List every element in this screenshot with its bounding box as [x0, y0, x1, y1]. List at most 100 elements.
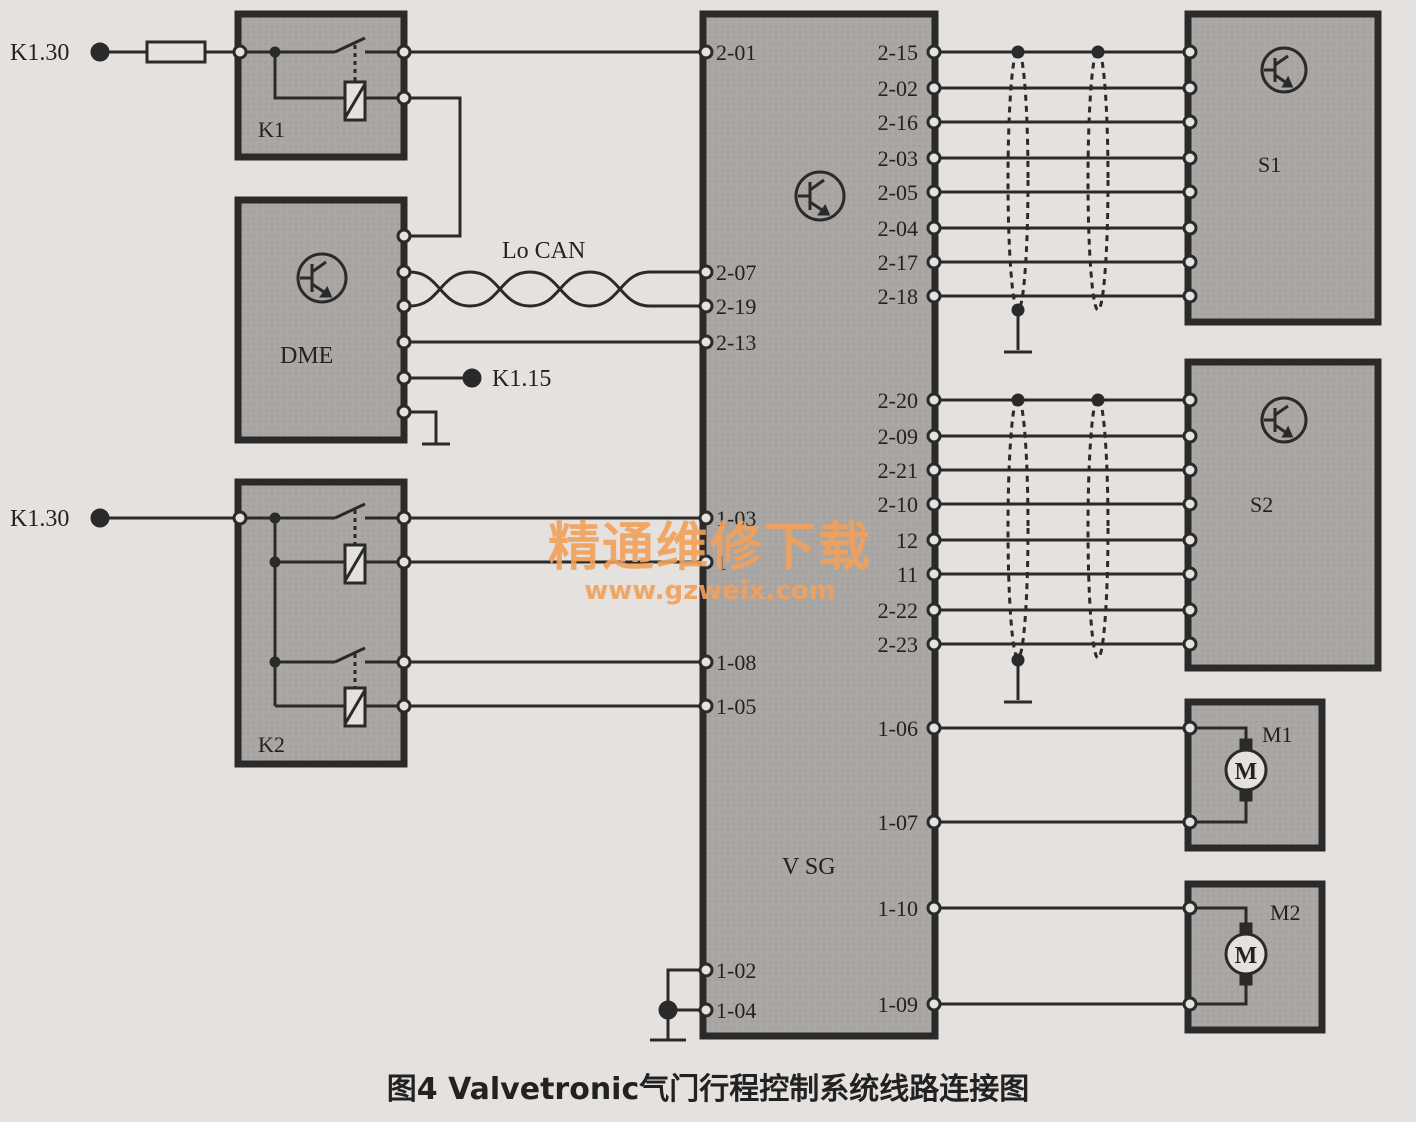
- s2-bus-wires: [940, 393, 1186, 704]
- lo-can-twisted-pair: [409, 270, 700, 308]
- dme-other-wires: [410, 340, 700, 446]
- sensor-pin: [1182, 114, 1198, 130]
- vsg-pin: [926, 428, 942, 444]
- vsg-pin-label: 1-08: [716, 650, 756, 675]
- sensor-pin: [1182, 392, 1198, 408]
- vsg-pin-label: 1-06: [878, 716, 918, 741]
- sensor-pin: [1182, 900, 1198, 916]
- s2-label: S2: [1250, 492, 1273, 517]
- vsg-pin-label: 2-07: [716, 260, 756, 285]
- m2-motor-letter: M: [1235, 943, 1258, 969]
- vsg-pin: [926, 80, 942, 96]
- vsg-pin: [926, 150, 942, 166]
- vsg-right-pins: 2-152-022-162-032-052-042-172-182-202-09…: [878, 40, 942, 1017]
- k130-bottom-wire: [90, 508, 234, 528]
- vsg-pin-label: 2-22: [878, 598, 918, 623]
- vsg-pin-label: 2-04: [878, 216, 918, 241]
- sensor-pin: [1182, 184, 1198, 200]
- m1-label: M1: [1262, 722, 1293, 747]
- m2-motor-icon: [1191, 906, 1268, 1006]
- vsg-pin-label: 2-01: [716, 40, 756, 65]
- vsg-pin: [926, 532, 942, 548]
- k1-output-wires: [410, 50, 700, 238]
- dme-label: DME: [280, 343, 333, 369]
- m1-motor-icon: [1191, 726, 1268, 824]
- sensor-pin: [1182, 462, 1198, 478]
- watermark-url: www.gzweix.com: [584, 576, 836, 606]
- m1-motor-letter: M: [1235, 759, 1258, 785]
- s2-transistor-icon: [1260, 396, 1308, 444]
- vsg-label: V SG: [782, 854, 836, 880]
- k1-relay-contacts: [232, 36, 412, 122]
- vsg-pin-label: 2-23: [878, 632, 918, 657]
- sensor-pin: [1182, 288, 1198, 304]
- vsg-pin-label: 1-05: [716, 694, 756, 719]
- vsg-pin: [926, 602, 942, 618]
- vsg-pin-label: 1-04: [716, 998, 756, 1023]
- sensor-pin: [1182, 532, 1198, 548]
- sensor-pin: [1182, 636, 1198, 652]
- vsg-pin-label: 12: [896, 528, 918, 553]
- vsg-pin: [926, 44, 942, 60]
- k130-top-label: K1.30: [10, 40, 69, 66]
- sensor-pin: [1182, 44, 1198, 60]
- vsg-pin-label: 2-02: [878, 76, 918, 101]
- vsg-pin-label: 2-16: [878, 110, 918, 135]
- vsg-pin: [926, 900, 942, 916]
- vsg-pin: [926, 254, 942, 270]
- sensor-pin: [1182, 814, 1198, 830]
- k2-output-wires: [410, 516, 700, 708]
- wiring-diagram: K1 DME K2 V SG S1 S2 M1 M2: [10, 10, 1382, 1042]
- vsg-pin-label: 1-07: [878, 810, 918, 835]
- sensor-pin: [1182, 996, 1198, 1012]
- figure-caption: 图4 Valvetronic气门行程控制系统线路连接图: [386, 1072, 1030, 1107]
- vsg-pin: [926, 462, 942, 478]
- motor-bus-wires: [940, 726, 1186, 1006]
- vsg-pin-label: 2-19: [716, 294, 756, 319]
- vsg-pin: [698, 298, 714, 314]
- sensor-pin: [1182, 220, 1198, 236]
- vsg-ground-wires: [650, 968, 700, 1042]
- s1-bus-wires: [940, 45, 1186, 354]
- vsg-pin: [926, 496, 942, 512]
- k1-label: K1: [258, 117, 285, 142]
- vsg-pin: [698, 264, 714, 280]
- vsg-pin-label: 2-17: [878, 250, 918, 275]
- vsg-pin-label: 2-13: [716, 330, 756, 355]
- k2-relay-contacts: [232, 502, 412, 728]
- vsg-pin: [926, 288, 942, 304]
- vsg-pin: [926, 996, 942, 1012]
- vsg-pin-label: 1-09: [878, 992, 918, 1017]
- vsg-pin-label: 1-10: [878, 896, 918, 921]
- watermark-title: 精通维修下载: [547, 518, 872, 578]
- sensor-pin: [1182, 150, 1198, 166]
- vsg-pin-label: 2-15: [878, 40, 918, 65]
- vsg-pin: [926, 566, 942, 582]
- vsg-box: [699, 10, 939, 1040]
- k2-label: K2: [258, 732, 285, 757]
- sensor-pin: [1182, 566, 1198, 582]
- vsg-pin: [926, 184, 942, 200]
- vsg-pin: [698, 1002, 714, 1018]
- vsg-pin: [698, 44, 714, 60]
- k130-bottom-label: K1.30: [10, 506, 69, 532]
- watermark: 精通维修下载 www.gzweix.com: [530, 520, 890, 606]
- vsg-pin-label: 2-03: [878, 146, 918, 171]
- vsg-pin: [698, 962, 714, 978]
- vsg-pin: [698, 654, 714, 670]
- vsg-pin-label: 2-09: [878, 424, 918, 449]
- vsg-pin: [698, 334, 714, 350]
- k2-relay-box: [234, 478, 408, 768]
- sensor-pin: [1182, 428, 1198, 444]
- sensor-pin: [1182, 720, 1198, 736]
- vsg-pin-label: 2-20: [878, 388, 918, 413]
- vsg-pin: [698, 554, 714, 570]
- k115-label: K1.15: [492, 366, 551, 392]
- sensor-pin: [1182, 602, 1198, 618]
- vsg-pin: [698, 698, 714, 714]
- vsg-pin-label: 1-02: [716, 958, 756, 983]
- s2-sensor-box: [1184, 358, 1382, 672]
- vsg-pin-label: 2-05: [878, 180, 918, 205]
- vsg-pin-label: 1: [716, 550, 727, 575]
